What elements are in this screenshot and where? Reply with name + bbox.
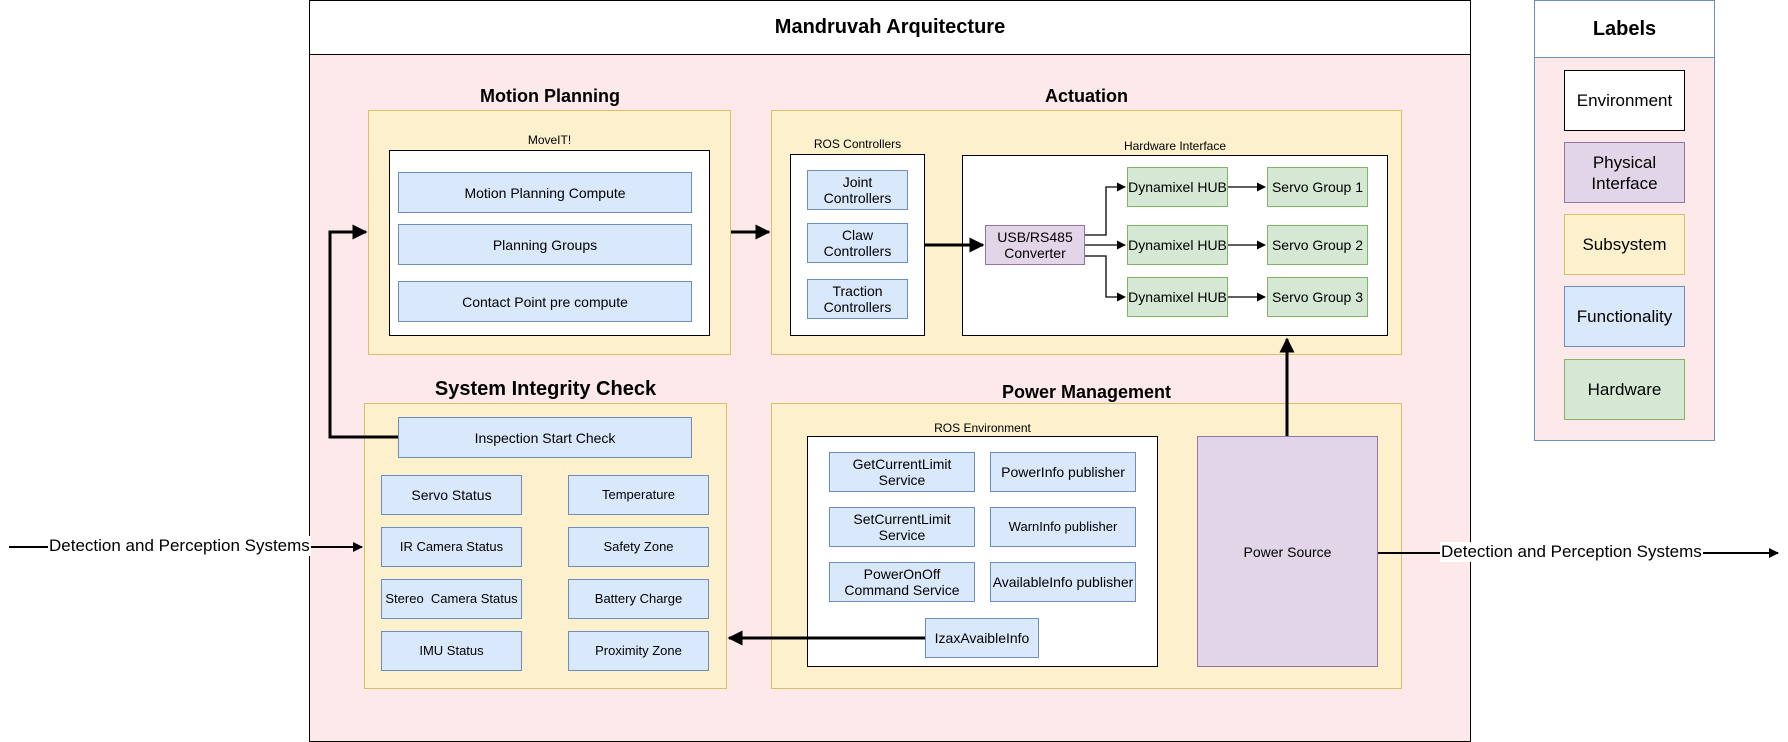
- contact-point-precompute: Contact Point pre compute: [398, 281, 692, 322]
- ir-camera-status: IR Camera Status: [381, 527, 522, 567]
- servo-group-3: Servo Group 3: [1267, 277, 1368, 317]
- external-output-label: Detection and Perception Systems: [1440, 542, 1703, 562]
- warninfo-publisher: WarnInfo publisher: [990, 507, 1136, 547]
- get-current-limit-service: GetCurrentLimit Service: [829, 452, 975, 492]
- ros-controllers-label: ROS Controllers: [813, 137, 902, 151]
- legend-hardware: Hardware: [1564, 359, 1685, 420]
- dynamixel-hub-2: Dynamixel HUB: [1127, 225, 1228, 265]
- motion-planning-compute: Motion Planning Compute: [398, 172, 692, 213]
- power-management-title: Power Management: [1001, 382, 1172, 402]
- usb-rs485-converter: USB/RS485 Converter: [985, 225, 1085, 265]
- izax-available-info: IzaxAvaibleInfo: [925, 618, 1039, 658]
- ros-environment-label: ROS Environment: [934, 421, 1031, 435]
- joint-controllers: Joint Controllers: [807, 170, 908, 210]
- moveit-label: MoveIT!: [527, 133, 572, 147]
- power-source: Power Source: [1197, 436, 1378, 667]
- external-input-label: Detection and Perception Systems: [48, 536, 311, 556]
- safety-zone: Safety Zone: [568, 527, 709, 567]
- power-onoff-command-service: PowerOnOff Command Service: [829, 562, 975, 602]
- legend-subsystem: Subsystem: [1564, 214, 1685, 275]
- servo-group-1: Servo Group 1: [1267, 167, 1368, 207]
- servo-group-2: Servo Group 2: [1267, 225, 1368, 265]
- servo-status: Servo Status: [381, 475, 522, 515]
- actuation-title: Actuation: [1045, 86, 1128, 106]
- arrow-converter-to-hub-3: [1085, 255, 1126, 302]
- proximity-zone: Proximity Zone: [568, 631, 709, 671]
- imu-status: IMU Status: [381, 631, 522, 671]
- legend-physical-interface: Physical Interface: [1564, 142, 1685, 203]
- diagram-title: Mandruvah Arquitecture: [310, 1, 1470, 55]
- temperature: Temperature: [568, 475, 709, 515]
- set-current-limit-service: SetCurrentLimit Service: [829, 507, 975, 547]
- traction-controllers: Traction Controllers: [807, 279, 908, 319]
- dynamixel-hub-3: Dynamixel HUB: [1127, 277, 1228, 317]
- powerinfo-publisher: PowerInfo publisher: [990, 452, 1136, 492]
- dynamixel-hub-1: Dynamixel HUB: [1127, 167, 1228, 207]
- system-integrity-title: System Integrity Check: [434, 378, 657, 400]
- legend-title: Labels: [1534, 0, 1715, 58]
- arrow-converter-to-hub-1: [1085, 182, 1126, 236]
- hardware-interface-label: Hardware Interface: [1123, 139, 1227, 153]
- availableinfo-publisher: AvailableInfo publisher: [990, 562, 1136, 602]
- claw-controllers: Claw Controllers: [807, 223, 908, 263]
- legend-environment: Environment: [1564, 70, 1685, 131]
- legend-functionality: Functionality: [1564, 286, 1685, 347]
- motion-planning-title: Motion Planning: [480, 86, 620, 106]
- arrow-inspection-to-motion-planning: [328, 224, 398, 439]
- planning-groups: Planning Groups: [398, 224, 692, 265]
- inspection-start-check: Inspection Start Check: [398, 417, 692, 458]
- stereo-camera-status: Stereo Camera Status: [381, 579, 522, 619]
- battery-charge: Battery Charge: [568, 579, 709, 619]
